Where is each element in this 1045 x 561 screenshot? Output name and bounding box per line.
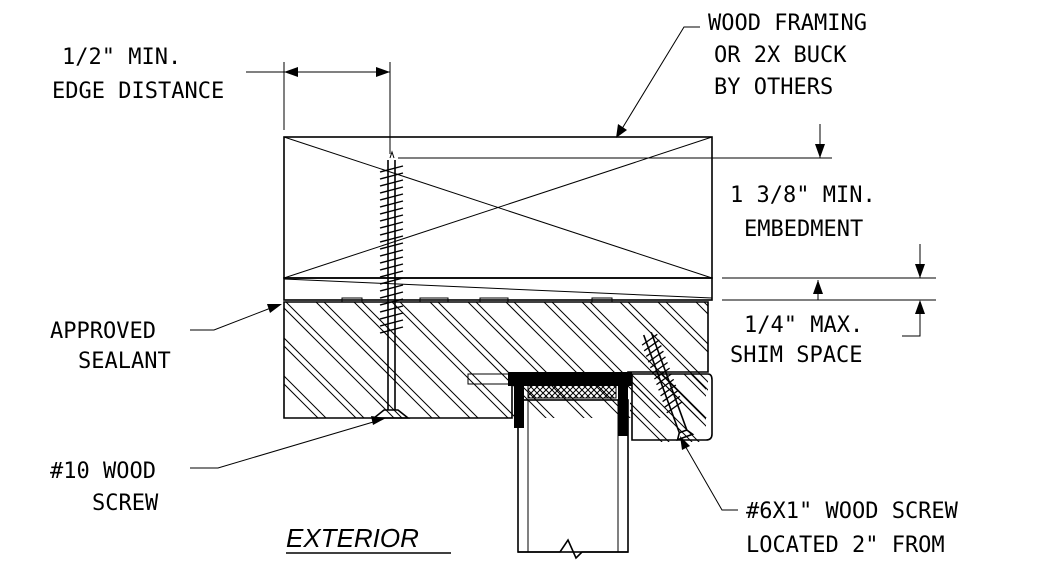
embedment-label-1: 1 3/8" MIN. bbox=[730, 183, 876, 208]
sealant-label-2: SEALANT bbox=[78, 349, 171, 374]
shim-dimension bbox=[722, 280, 936, 337]
shim-space bbox=[283, 277, 713, 303]
embedment-dimension bbox=[398, 124, 936, 279]
glass-unit bbox=[467, 372, 632, 560]
wood-framing-label-3: BY OTHERS bbox=[714, 75, 833, 100]
edge-distance-dimension bbox=[246, 62, 391, 154]
embedment-label-2: EMBEDMENT bbox=[744, 217, 863, 242]
leader-lines bbox=[190, 26, 738, 511]
edge-distance-label-2: EDGE DISTANCE bbox=[52, 79, 224, 104]
annotation-labels: 1/2" MIN. EDGE DISTANCE WOOD FRAMING OR … bbox=[50, 11, 959, 558]
wood-framing-label-1: WOOD FRAMING bbox=[708, 11, 867, 36]
edge-distance-label-1: 1/2" MIN. bbox=[62, 45, 181, 70]
screw6-label-2: LOCATED 2" FROM bbox=[746, 533, 945, 558]
wood-screw-6 bbox=[641, 331, 695, 441]
screw6-label-1: #6X1" WOOD SCREW bbox=[746, 499, 959, 524]
screw10-label-2: SCREW bbox=[92, 491, 159, 516]
wood-framing-label-2: OR 2X BUCK bbox=[714, 43, 847, 68]
shim-label-1: 1/4" MAX. bbox=[744, 313, 863, 338]
sealant-label-1: APPROVED bbox=[50, 319, 156, 344]
exterior-label: EXTERIOR bbox=[286, 523, 419, 553]
wood-screw-10 bbox=[371, 150, 411, 419]
shim-label-2: SHIM SPACE bbox=[730, 343, 862, 368]
screw10-label-1: #10 WOOD bbox=[50, 459, 156, 484]
